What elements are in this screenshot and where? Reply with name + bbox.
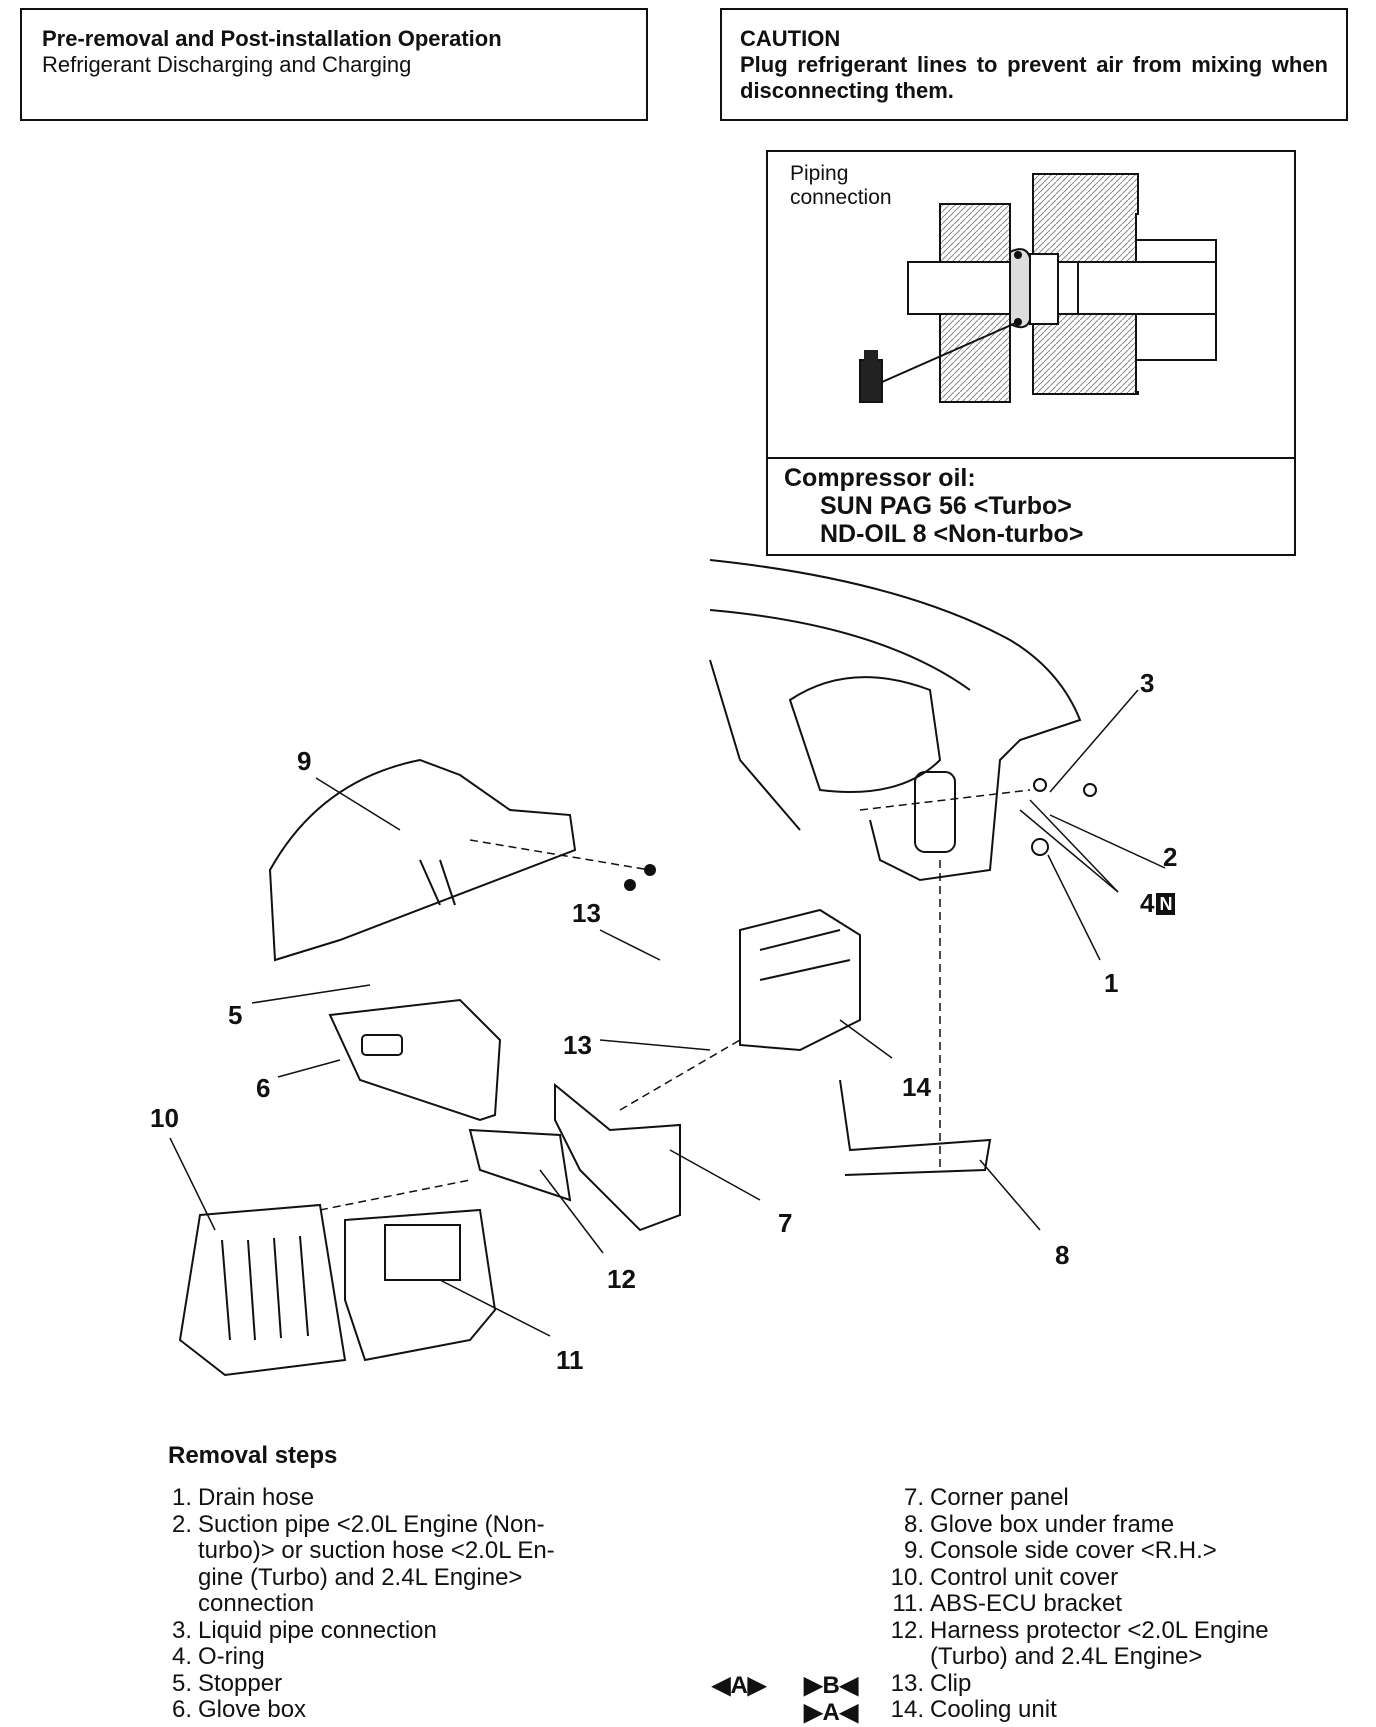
mark-13-a: ◀A▶ [712,1672,767,1699]
step-number: 9. [903,1537,924,1564]
cooling-unit [739,908,861,1052]
operation-subtitle: Refrigerant Discharging and Charging [42,52,412,77]
callout-1: 1 [1104,968,1119,998]
step-text: Control unit cover [930,1563,1119,1591]
step-text: Cooling unit [930,1696,1057,1723]
step-number: 12. [890,1616,924,1644]
dashboard-outline [709,559,1082,882]
list-item: 6.Glove box [158,1696,658,1724]
step-number: 2. [171,1510,192,1538]
step-number: 5. [171,1669,192,1697]
step-text: Suction pipe <2.0L Engine (Non- turbo)> … [198,1510,555,1617]
callout-12: 12 [607,1264,636,1294]
harness-protector [468,1128,572,1202]
control-unit-cover [178,1203,347,1377]
step-text: Harness protector <2.0L Engine (Turbo) a… [930,1616,1269,1670]
step-text: O-ring [198,1643,265,1670]
mark-13-b: ▶B◀ [804,1672,859,1699]
removal-steps-left: 1.Drain hose 2.Suction pipe <2.0L Engine… [158,1484,658,1724]
callout-7: 7 [778,1208,793,1238]
compressor-oil-turbo: SUN PAG 56 <Turbo> [820,492,1072,520]
step-number: 13. [890,1669,924,1697]
compressor-oil-title: Compressor oil: [784,464,976,492]
step-number: 4. [171,1643,192,1670]
caution-box: CAUTION Plug refrigerant lines to preven… [720,8,1348,121]
glove-box-under-frame [839,1079,992,1176]
step-number: 10. [890,1563,924,1591]
list-item: 9.Console side cover <R.H.> [880,1537,1350,1565]
step-number: 11. [892,1590,924,1617]
step-text: Liquid pipe connection [198,1616,437,1644]
step-number: 14. [890,1696,924,1723]
list-item: 3.Liquid pipe connection [158,1616,658,1645]
list-item: 8.Glove box under frame [880,1510,1350,1539]
piping-connection-drawing [859,173,1217,403]
step-number: 8. [903,1510,924,1538]
removal-steps-right: 7.Corner panel 8.Glove box under frame 9… [880,1484,1350,1724]
compressor-oil-non-turbo: ND-OIL 8 <Non-turbo> [820,520,1084,548]
piping-connection-label: Piping connection [790,162,892,209]
callout-11: 11 [556,1345,584,1375]
step-text: Corner panel [930,1484,1069,1511]
removal-steps-title: Removal steps [168,1442,338,1469]
step-text: Clip [930,1669,972,1697]
list-item: 11.ABS-ECU bracket [880,1590,1350,1618]
list-item: 7.Corner panel [880,1484,1350,1512]
new-part-badge: N [1156,893,1176,915]
caution-text: Plug refrigerant lines to prevent air fr… [740,52,1328,103]
list-item: 10.Control unit cover [880,1563,1350,1592]
step-text: Stopper [198,1669,283,1697]
list-item: 4.O-ring [158,1643,658,1671]
step-number: 1. [171,1484,192,1511]
compressor-oil-spec: Compressor oil: SUN PAG 56 <Turbo> ND-OI… [784,464,1083,548]
callout-10: 10 [150,1103,179,1133]
callout-13-upper: 13 [572,898,601,928]
corner-panel [554,1082,681,1232]
callout-2: 2 [1163,842,1178,872]
step-number: 3. [171,1616,192,1644]
piping-connection-inset: Piping connection Compressor oil: SUN PA… [766,150,1296,556]
callout-6: 6 [256,1073,271,1103]
step-text: Glove box under frame [930,1510,1175,1538]
list-item: 5.Stopper [158,1669,658,1698]
list-item: 13.Clip [880,1669,1350,1698]
step-text: ABS-ECU bracket [930,1590,1123,1617]
inset-divider [768,457,1294,459]
callout-9: 9 [297,746,312,776]
callout-5: 5 [228,1000,243,1030]
operation-title: Pre-removal and Post-installation Operat… [42,26,502,51]
console-side-cover [268,758,577,962]
exploded-diagram [169,559,1166,1377]
callout-14: 14 [902,1072,931,1102]
step-number: 7. [903,1484,924,1511]
mark-14-a: ▶A◀ [804,1699,859,1726]
step-text: Drain hose [198,1484,315,1511]
list-item: 1.Drain hose [158,1484,658,1512]
list-item: 14.Cooling unit [880,1696,1350,1724]
caution-title: CAUTION [740,26,841,51]
callout-3: 3 [1140,668,1155,698]
callout-13-lower: 13 [563,1030,592,1060]
header-operation-box: Pre-removal and Post-installation Operat… [20,8,648,121]
step-number: 6. [171,1696,192,1723]
list-item: 12.Harness protector <2.0L Engine (Turbo… [880,1616,1350,1671]
glove-box [328,998,502,1122]
list-item: 2.Suction pipe <2.0L Engine (Non- turbo)… [158,1510,658,1618]
step-text: Glove box [198,1696,307,1723]
callout-8: 8 [1055,1240,1070,1270]
abs-ecu-bracket [344,1208,497,1362]
callout-4-number: 4 [1140,888,1155,918]
step-text: Console side cover <R.H.> [930,1537,1217,1564]
